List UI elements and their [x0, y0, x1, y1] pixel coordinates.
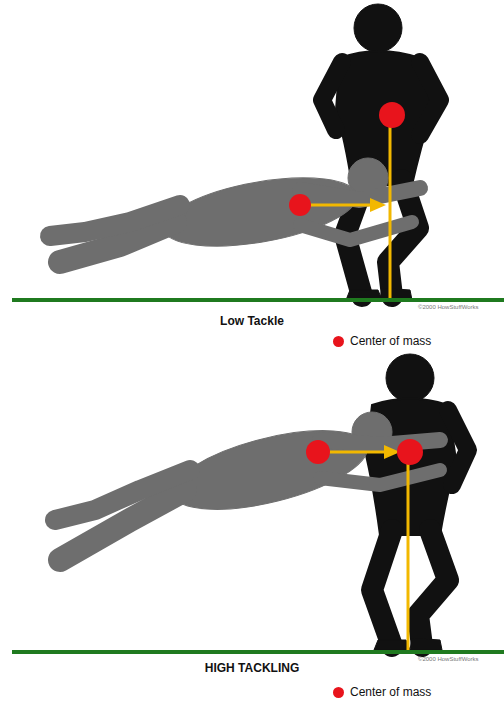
arm	[300, 222, 412, 240]
watermark: ©2000 HowStuffWorks	[418, 656, 479, 662]
arm	[420, 62, 440, 135]
arm	[322, 62, 342, 130]
arrow-head	[370, 198, 386, 212]
runner-silhouette	[322, 4, 440, 300]
foot	[374, 640, 410, 650]
legend-text: Center of mass	[350, 334, 431, 348]
center-of-mass-dot	[379, 102, 405, 128]
watermark: ©2000 HowStuffWorks	[418, 304, 479, 310]
panel-caption: HIGH TACKLING	[205, 661, 299, 675]
arm	[300, 188, 420, 200]
tackler-silhouette	[50, 158, 420, 262]
center-of-mass-dot	[306, 440, 330, 464]
arm	[448, 410, 468, 485]
high-tackle-panel	[12, 354, 504, 654]
legend-swatch	[333, 336, 344, 347]
leg	[55, 470, 190, 520]
torso	[158, 165, 361, 258]
low-tackle-panel	[12, 4, 504, 302]
legend-row: Center of mass	[333, 334, 431, 348]
center-of-mass-dot	[397, 439, 423, 465]
foot	[410, 638, 442, 650]
helmet	[354, 4, 402, 52]
leg	[418, 530, 448, 646]
ground-line	[12, 650, 504, 654]
helmet	[386, 354, 434, 402]
gravity-line	[407, 452, 410, 652]
center-of-mass-dot	[289, 194, 311, 216]
arm	[320, 470, 440, 485]
arm	[320, 440, 440, 445]
legend-row: Center of mass	[333, 685, 431, 699]
panel-caption: Low Tackle	[220, 314, 284, 328]
ground-line	[12, 298, 504, 302]
leg	[372, 530, 392, 646]
legend-swatch	[333, 687, 344, 698]
legend-text: Center of mass	[350, 685, 431, 699]
runner-silhouette	[366, 354, 468, 650]
gravity-line	[389, 115, 392, 300]
leg	[50, 205, 180, 236]
tackler-silhouette	[55, 412, 440, 560]
